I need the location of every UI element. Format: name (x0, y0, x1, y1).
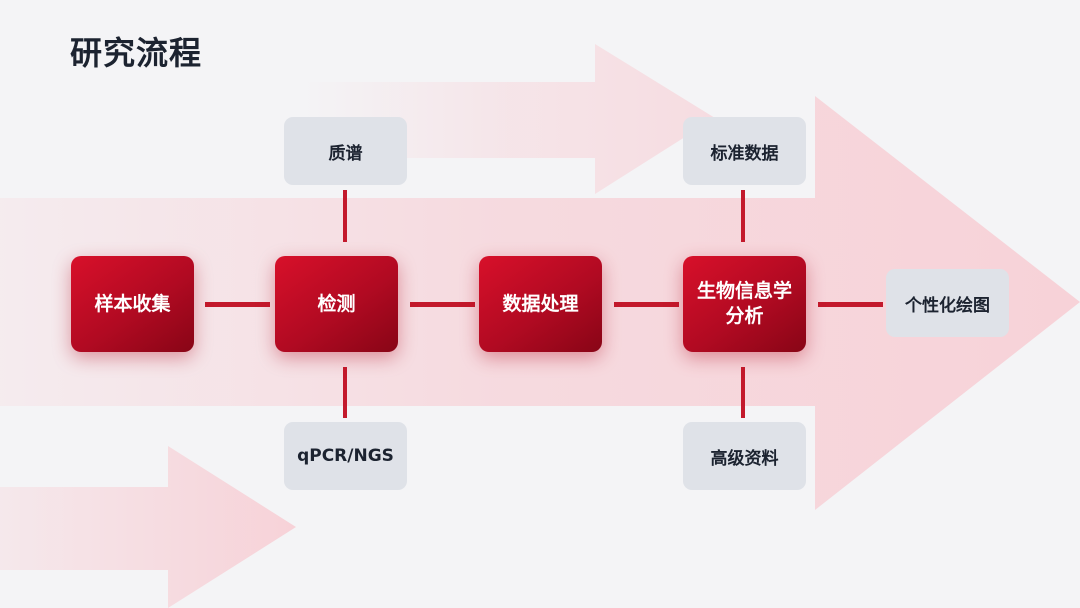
page-title: 研究流程 (70, 34, 203, 72)
branch-advanced-data: 高级资料 (683, 422, 806, 490)
connector-analysis-output (818, 302, 883, 307)
connector-detect-process (410, 302, 475, 307)
connector-analysis-bottom (741, 367, 745, 418)
step-sample-collection: 样本收集 (71, 256, 194, 352)
connector-detect-bottom (343, 367, 347, 418)
bg-arrow-bottom (0, 446, 296, 608)
branch-qpcr-ngs: qPCR/NGS (284, 422, 407, 490)
connector-detect-top (343, 190, 347, 242)
branch-mass-spec: 质谱 (284, 117, 407, 185)
step-bioinformatics-analysis: 生物信息学分析 (683, 256, 806, 352)
step-detection: 检测 (275, 256, 398, 352)
branch-personalized-plotting: 个性化绘图 (886, 269, 1009, 337)
connector-analysis-top (741, 190, 745, 242)
branch-standard-data: 标准数据 (683, 117, 806, 185)
connector-collect-detect (205, 302, 270, 307)
step-data-processing: 数据处理 (479, 256, 602, 352)
connector-process-analysis (614, 302, 679, 307)
